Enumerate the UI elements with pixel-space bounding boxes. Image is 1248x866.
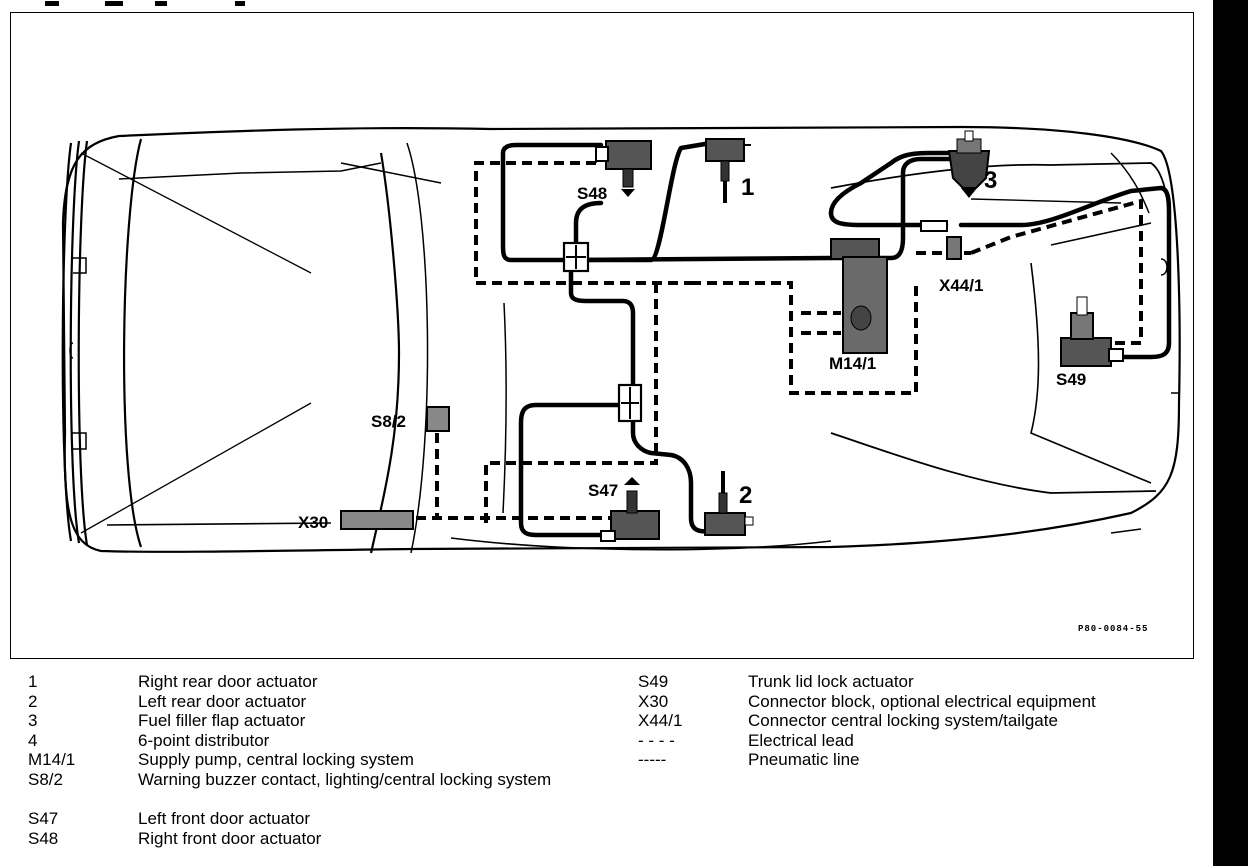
legend-code: 3 (28, 711, 38, 730)
legend-item: S48 Right front door actuator (28, 829, 321, 849)
electrical-leads (416, 161, 1143, 523)
legend-text: Connector block, optional electrical equ… (748, 691, 1096, 711)
x30-connector-block (340, 510, 414, 530)
diagram-frame: S48 1 3 X44/1 M14/1 S49 S8/2 S47 2 X30 P… (10, 12, 1194, 659)
label-x44-1: X44/1 (939, 276, 983, 295)
actuator-2-left-rear (704, 471, 754, 536)
legend-item: ----- Pneumatic line (638, 750, 860, 770)
label-x30: X30 (298, 513, 328, 532)
legend-item: 1 Right rear door actuator (28, 672, 318, 692)
legend-code: M14/1 (28, 750, 76, 769)
m14-1-supply-pump (830, 238, 888, 354)
legend-code: X30 (638, 691, 669, 711)
central-locking-diagram: S48 1 3 X44/1 M14/1 S49 S8/2 S47 2 X30 P… (61, 125, 1181, 634)
legend-text: Supply pump, central locking system (138, 750, 414, 769)
scan-edge-bar (1213, 0, 1248, 866)
label-s47: S47 (588, 481, 618, 500)
s47-actuator (600, 477, 660, 542)
legend-text: Right rear door actuator (138, 672, 318, 691)
legend-item: - - - - Electrical lead (638, 731, 854, 751)
legend-code: S47 (28, 809, 59, 828)
legend-text: Electrical lead (748, 730, 854, 750)
legend-code: 2 (28, 691, 38, 711)
legend-item: X44/1 Connector central locking system/t… (638, 711, 1058, 731)
label-2: 2 (739, 482, 752, 509)
legend-code: X44/1 (638, 711, 683, 730)
legend-item: 4 6-point distributor (28, 731, 269, 751)
x44-1-connector (946, 236, 962, 260)
legend-code: S8/2 (28, 769, 63, 789)
legend-code: S49 (638, 672, 669, 691)
label-s48: S48 (577, 184, 607, 203)
actuator-1-right-rear (705, 138, 751, 203)
figure-reference-code: P80-0084-55 (1078, 624, 1148, 634)
legend-text: Pneumatic line (748, 750, 860, 769)
legend-code: S48 (28, 828, 59, 848)
legend-text: Warning buzzer contact, lighting/central… (138, 769, 552, 789)
legend-text: Connector central locking system/tailgat… (748, 711, 1058, 730)
pneumatic-lines (500, 140, 1172, 538)
s8-2-contact (426, 406, 450, 432)
actuator-3-fuel-flap (947, 130, 991, 198)
legend-text: Left front door actuator (138, 809, 310, 828)
legend-item: S47 Left front door actuator (28, 809, 310, 829)
car-body-outline (61, 125, 1181, 554)
legend-text: Left rear door actuator (138, 691, 307, 711)
legend: 1 Right rear door actuator 2 Left rear d… (0, 672, 1210, 862)
legend-text: Fuel filler flap actuator (138, 711, 306, 730)
legend-text: Trunk lid lock actuator (748, 672, 914, 691)
legend-text: 6-point distributor (138, 730, 270, 750)
s48-actuator (595, 140, 652, 197)
legend-item: S8/2 Warning buzzer contact, lighting/ce… (28, 770, 558, 790)
label-3: 3 (984, 167, 997, 194)
label-s8-2: S8/2 (371, 412, 406, 431)
legend-text: Right front door actuator (138, 828, 322, 848)
legend-item: 3 Fuel filler flap actuator (28, 711, 305, 731)
legend-code: ----- (638, 750, 667, 769)
legend-item: S49 Trunk lid lock actuator (638, 672, 914, 692)
distributor-upper (562, 241, 590, 273)
legend-item: X30 Connector block, optional electrical… (638, 692, 1096, 712)
legend-code: - - - - (638, 730, 675, 750)
legend-item: M14/1 Supply pump, central locking syste… (28, 750, 414, 770)
legend-code: 1 (28, 672, 38, 691)
label-s49: S49 (1056, 370, 1086, 389)
cropped-heading-fragment (45, 0, 275, 6)
s49-actuator (1060, 296, 1124, 367)
legend-item: 2 Left rear door actuator (28, 692, 306, 712)
distributor-lower (617, 383, 643, 423)
pneumatic-coupling (920, 220, 948, 232)
label-m14-1: M14/1 (829, 354, 876, 373)
label-1: 1 (741, 174, 754, 201)
legend-code: 4 (28, 730, 38, 750)
